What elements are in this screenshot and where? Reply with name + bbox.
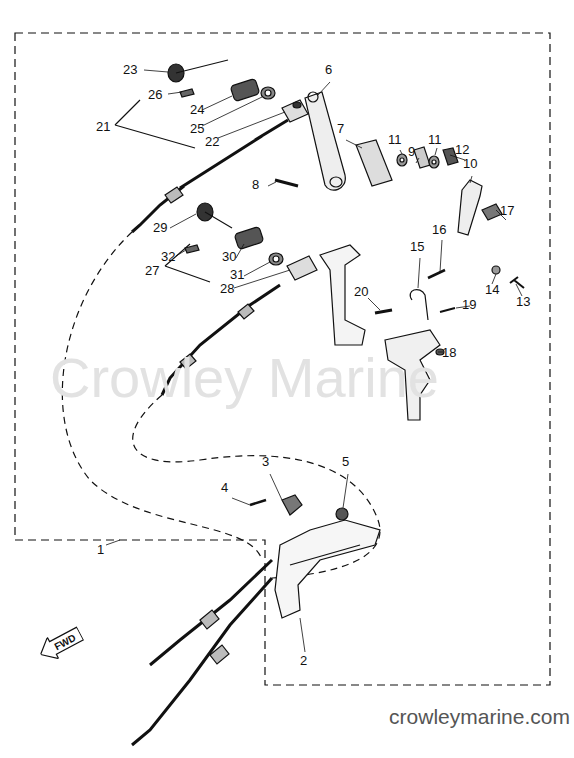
cable-end-parts xyxy=(132,60,317,395)
website-text: crowleymarine.com xyxy=(389,706,570,727)
callout-number: 15 xyxy=(410,240,424,253)
callout-number: 8 xyxy=(252,178,259,191)
kit-boundary xyxy=(15,33,550,685)
group-bracket xyxy=(115,100,195,148)
remote-cable xyxy=(132,578,272,745)
lever xyxy=(305,92,345,190)
callout-number: 12 xyxy=(455,143,469,156)
watermark: Crowley Marine xyxy=(50,350,439,406)
lever xyxy=(458,180,482,235)
callout-number: 16 xyxy=(432,223,446,236)
callout-number: 31 xyxy=(230,268,244,281)
callout-number: 2 xyxy=(300,654,307,667)
callout-number: 29 xyxy=(153,221,167,234)
callout-number: 30 xyxy=(222,250,236,263)
callout-number: 11 xyxy=(428,133,442,146)
cable-bracket xyxy=(275,520,380,618)
callout-number: 20 xyxy=(354,285,368,298)
callout-number: 24 xyxy=(190,103,204,116)
callout-number: 6 xyxy=(325,63,332,76)
callout-number: 3 xyxy=(262,455,269,468)
callout-number: 9 xyxy=(408,145,415,158)
callout-number: 27 xyxy=(145,264,159,277)
arrow-shape xyxy=(35,623,86,665)
callout-number: 5 xyxy=(342,455,349,468)
callout-number: 11 xyxy=(388,133,402,146)
callout-number: 10 xyxy=(463,157,477,170)
callout-number: 22 xyxy=(205,135,219,148)
callout-number: 28 xyxy=(220,282,234,295)
callout-number: 19 xyxy=(462,298,476,311)
callout-number: 32 xyxy=(161,250,175,263)
bolt xyxy=(275,180,298,186)
clip xyxy=(410,290,428,320)
callout-number: 26 xyxy=(148,88,162,101)
callout-number: 23 xyxy=(123,63,137,76)
callout-number: 14 xyxy=(485,283,499,296)
callout-number: 13 xyxy=(516,295,530,308)
direction-arrow: FWD xyxy=(35,623,86,665)
callout-number: 17 xyxy=(500,204,514,217)
callout-number: 21 xyxy=(96,120,110,133)
callout-number: 7 xyxy=(337,122,344,135)
callout-number: 4 xyxy=(221,481,228,494)
callout-number: 25 xyxy=(190,122,204,135)
collar xyxy=(356,140,392,186)
callout-number: 18 xyxy=(442,346,456,359)
callout-number: 1 xyxy=(97,543,104,556)
